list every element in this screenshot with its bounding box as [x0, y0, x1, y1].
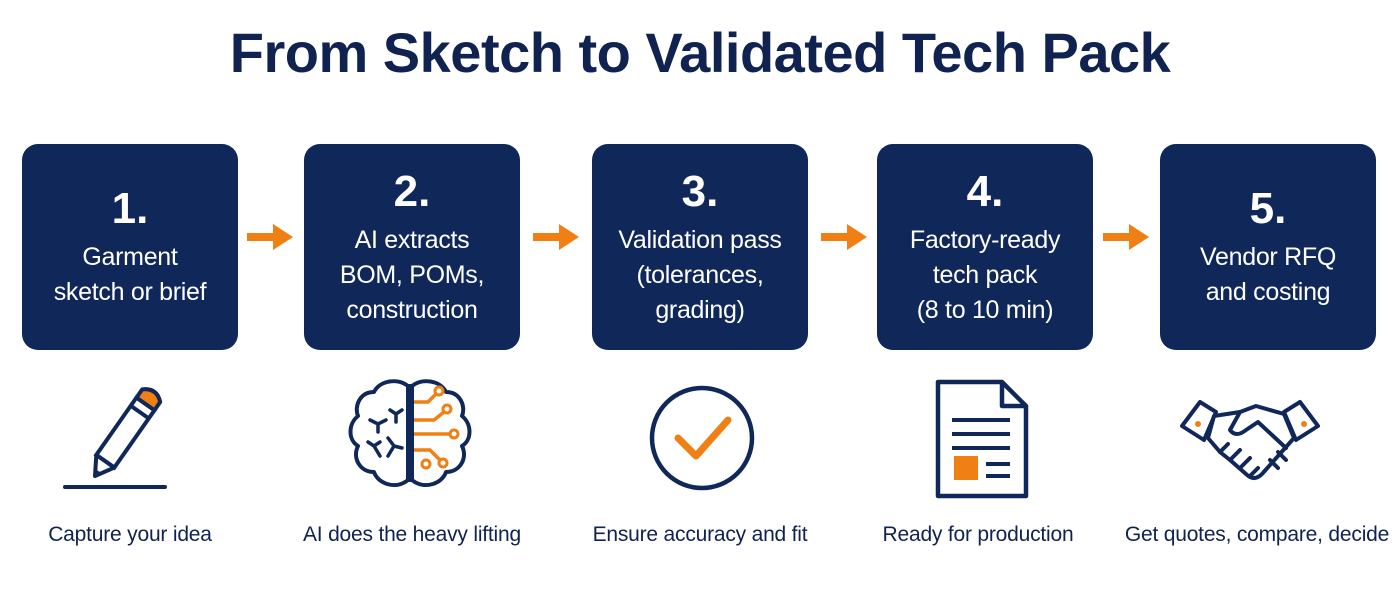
- step-2-box: 2. AI extracts BOM, POMs, construction: [304, 144, 520, 350]
- checkmark-circle-icon: [649, 385, 755, 491]
- step-number: 2.: [393, 166, 431, 216]
- step-1-caption: Capture your idea: [48, 523, 212, 546]
- step-label: Garment sketch or brief: [53, 243, 207, 306]
- step-label: AI extracts BOM, POMs, construction: [339, 225, 485, 324]
- step-label: Vendor RFQ and costing: [1200, 243, 1336, 306]
- document-icon: [935, 379, 1029, 499]
- step-label: Factory-ready tech pack (8 to 10 min): [909, 225, 1061, 324]
- arrow-right-icon: [247, 224, 293, 250]
- page-title: From Sketch to Validated Tech Pack: [229, 21, 1171, 84]
- step-label: Validation pass (tolerances, grading): [618, 225, 782, 324]
- step-number: 4.: [966, 166, 1004, 216]
- step-4-box: 4. Factory-ready tech pack (8 to 10 min): [877, 144, 1093, 350]
- step-3-caption: Ensure accuracy and fit: [592, 523, 808, 546]
- step-1-box: 1. Garment sketch or brief: [22, 144, 238, 350]
- step-number: 3.: [681, 166, 719, 216]
- step-3-box: 3. Validation pass (tolerances, grading): [592, 144, 808, 350]
- step-4-caption: Ready for production: [882, 523, 1074, 546]
- step-5-caption: Get quotes, compare, decide: [1124, 523, 1390, 546]
- arrow-right-icon: [533, 224, 579, 250]
- step-number: 5.: [1249, 184, 1287, 233]
- pencil-icon: [63, 387, 167, 489]
- step-number: 1.: [111, 184, 149, 233]
- arrow-right-icon: [821, 224, 867, 250]
- handshake-icon: [1180, 400, 1320, 480]
- step-2-caption: AI does the heavy lifting: [303, 523, 521, 546]
- arrow-right-icon: [1103, 224, 1149, 250]
- brain-circuit-icon: [348, 379, 472, 488]
- step-5-box: 5. Vendor RFQ and costing: [1160, 144, 1376, 350]
